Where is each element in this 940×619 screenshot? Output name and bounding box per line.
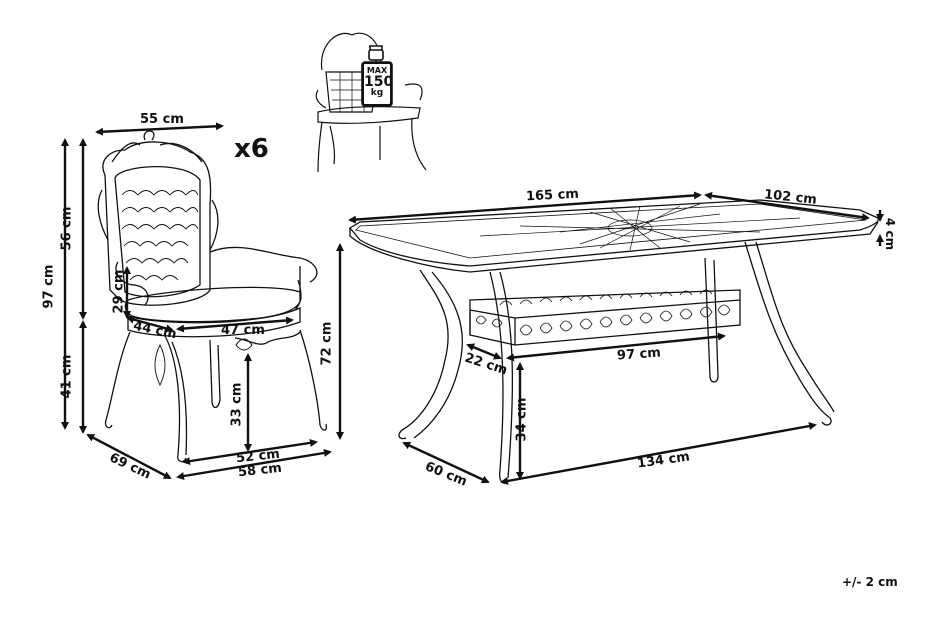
chair-seat-height-label: 41 cm (59, 354, 75, 399)
max-load-value: 150 (364, 74, 394, 90)
chair-under-seat-height-label: 33 cm (229, 382, 245, 427)
chair-seat-width-label: 47 cm (221, 323, 265, 338)
chair-quantity-label: x6 (234, 134, 269, 164)
chair-illustration (97, 130, 328, 463)
chair-width-label: 55 cm (140, 112, 184, 127)
chair-armrest-height-label: 29 cm (111, 269, 127, 314)
table-top-thickness-label: 4 cm (883, 217, 898, 251)
chair-backrest-height-label: 56 cm (59, 206, 75, 251)
dimension-lines (61, 122, 884, 485)
table-shelf-height-label: 34 cm (514, 397, 530, 442)
max-load-line1: MAX (366, 66, 388, 75)
table-length-label: 165 cm (525, 186, 580, 205)
max-load-unit: kg (370, 88, 384, 98)
tolerance-note: +/- 2 cm (842, 575, 898, 589)
chair-total-height-label: 97 cm (41, 264, 57, 309)
max-load-badge: MAX 150 kg (362, 62, 394, 106)
table-height-label: 72 cm (319, 321, 335, 366)
table-illustration (349, 199, 879, 484)
table-shelf-length-label: 97 cm (616, 345, 662, 364)
